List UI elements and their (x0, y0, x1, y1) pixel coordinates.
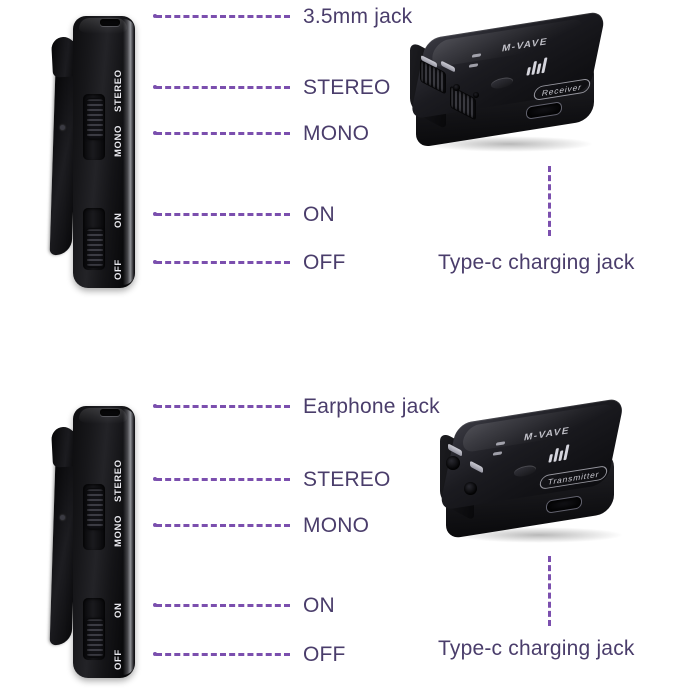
receiver-side-view-device: STEREO MONO ON OFF (45, 8, 165, 298)
leader-line-typec (548, 166, 551, 236)
leader-line-stereo (156, 478, 290, 481)
silkscreen-stereo: STEREO (113, 459, 124, 502)
silkscreen-on: ON (113, 212, 124, 228)
leader-dot-stereo (153, 477, 157, 481)
power-switch[interactable] (86, 228, 104, 268)
leader-dot-mono (153, 131, 157, 135)
belt-clip (47, 426, 79, 646)
power-switch[interactable] (86, 618, 104, 658)
stereo-mono-switch[interactable] (86, 488, 104, 530)
body-right-edge-bezel (123, 409, 135, 675)
receiver-section: STEREO MONO ON OFF 3.5mm jack STEREO MON… (45, 5, 635, 298)
leader-dot-off (153, 652, 157, 656)
callout-label-mono: MONO (303, 122, 370, 145)
callout-label-mono: MONO (303, 514, 370, 537)
leader-line-jack (156, 15, 290, 18)
belt-clip-rivet (60, 515, 65, 520)
leader-line-typec (548, 556, 551, 626)
callout-label-on: ON (303, 594, 335, 617)
leader-line-off (156, 653, 290, 656)
leader-line-jack (156, 405, 290, 408)
top-face-gloss (460, 402, 617, 454)
earphone-jack-port (100, 409, 120, 416)
leader-dot-stereo (153, 85, 157, 89)
mic-hole (473, 92, 479, 98)
transmitter-top-view-device: M-VAVE Transmitter (439, 397, 636, 543)
receiver-top-view-device: M-VAVE Receiver (409, 10, 607, 152)
callout-label-off: OFF (303, 251, 346, 274)
leader-dot-off (153, 260, 157, 264)
body-right-edge-bezel (123, 19, 135, 285)
callout-label-on: ON (303, 203, 335, 226)
leader-dot-jack (153, 14, 157, 18)
silkscreen-off: OFF (113, 259, 124, 280)
leader-line-off (156, 261, 290, 264)
leader-dot-jack (153, 404, 157, 408)
device-body: STEREO MONO ON OFF (73, 16, 135, 288)
silkscreen-mono: MONO (113, 125, 124, 157)
leader-line-on (156, 213, 290, 216)
audio-jack-port (100, 19, 120, 26)
leader-dot-on (153, 603, 157, 607)
belt-clip-rivet (60, 125, 65, 130)
device-body: STEREO MONO ON OFF (73, 406, 135, 678)
silkscreen-stereo: STEREO (113, 69, 124, 112)
callout-label-stereo: STEREO (303, 468, 391, 491)
leader-line-mono (156, 524, 290, 527)
leader-dot-mono (153, 523, 157, 527)
leader-line-stereo (156, 86, 290, 89)
silkscreen-mono: MONO (113, 515, 124, 547)
callout-label-typec: Type-c charging jack (438, 637, 635, 660)
callout-label-jack: 3.5mm jack (303, 5, 413, 28)
transmitter-side-view-device: STEREO MONO ON OFF (45, 398, 165, 688)
callout-label-stereo: STEREO (303, 76, 391, 99)
leader-line-mono (156, 132, 290, 135)
callout-label-jack: Earphone jack (303, 395, 440, 418)
silkscreen-off: OFF (113, 649, 124, 670)
callout-label-typec: Type-c charging jack (438, 251, 635, 274)
stereo-mono-switch[interactable] (86, 98, 104, 140)
callout-label-off: OFF (303, 643, 346, 666)
earphone-jack-hole (446, 456, 460, 470)
leader-line-on (156, 604, 290, 607)
mic-jack-hole (464, 482, 477, 495)
audio-jack-hole (453, 84, 460, 91)
leader-dot-on (153, 212, 157, 216)
transmitter-section: STEREO MONO ON OFF Earphone jack STEREO … (0, 390, 700, 700)
belt-clip (47, 36, 79, 256)
silkscreen-on: ON (113, 602, 124, 618)
